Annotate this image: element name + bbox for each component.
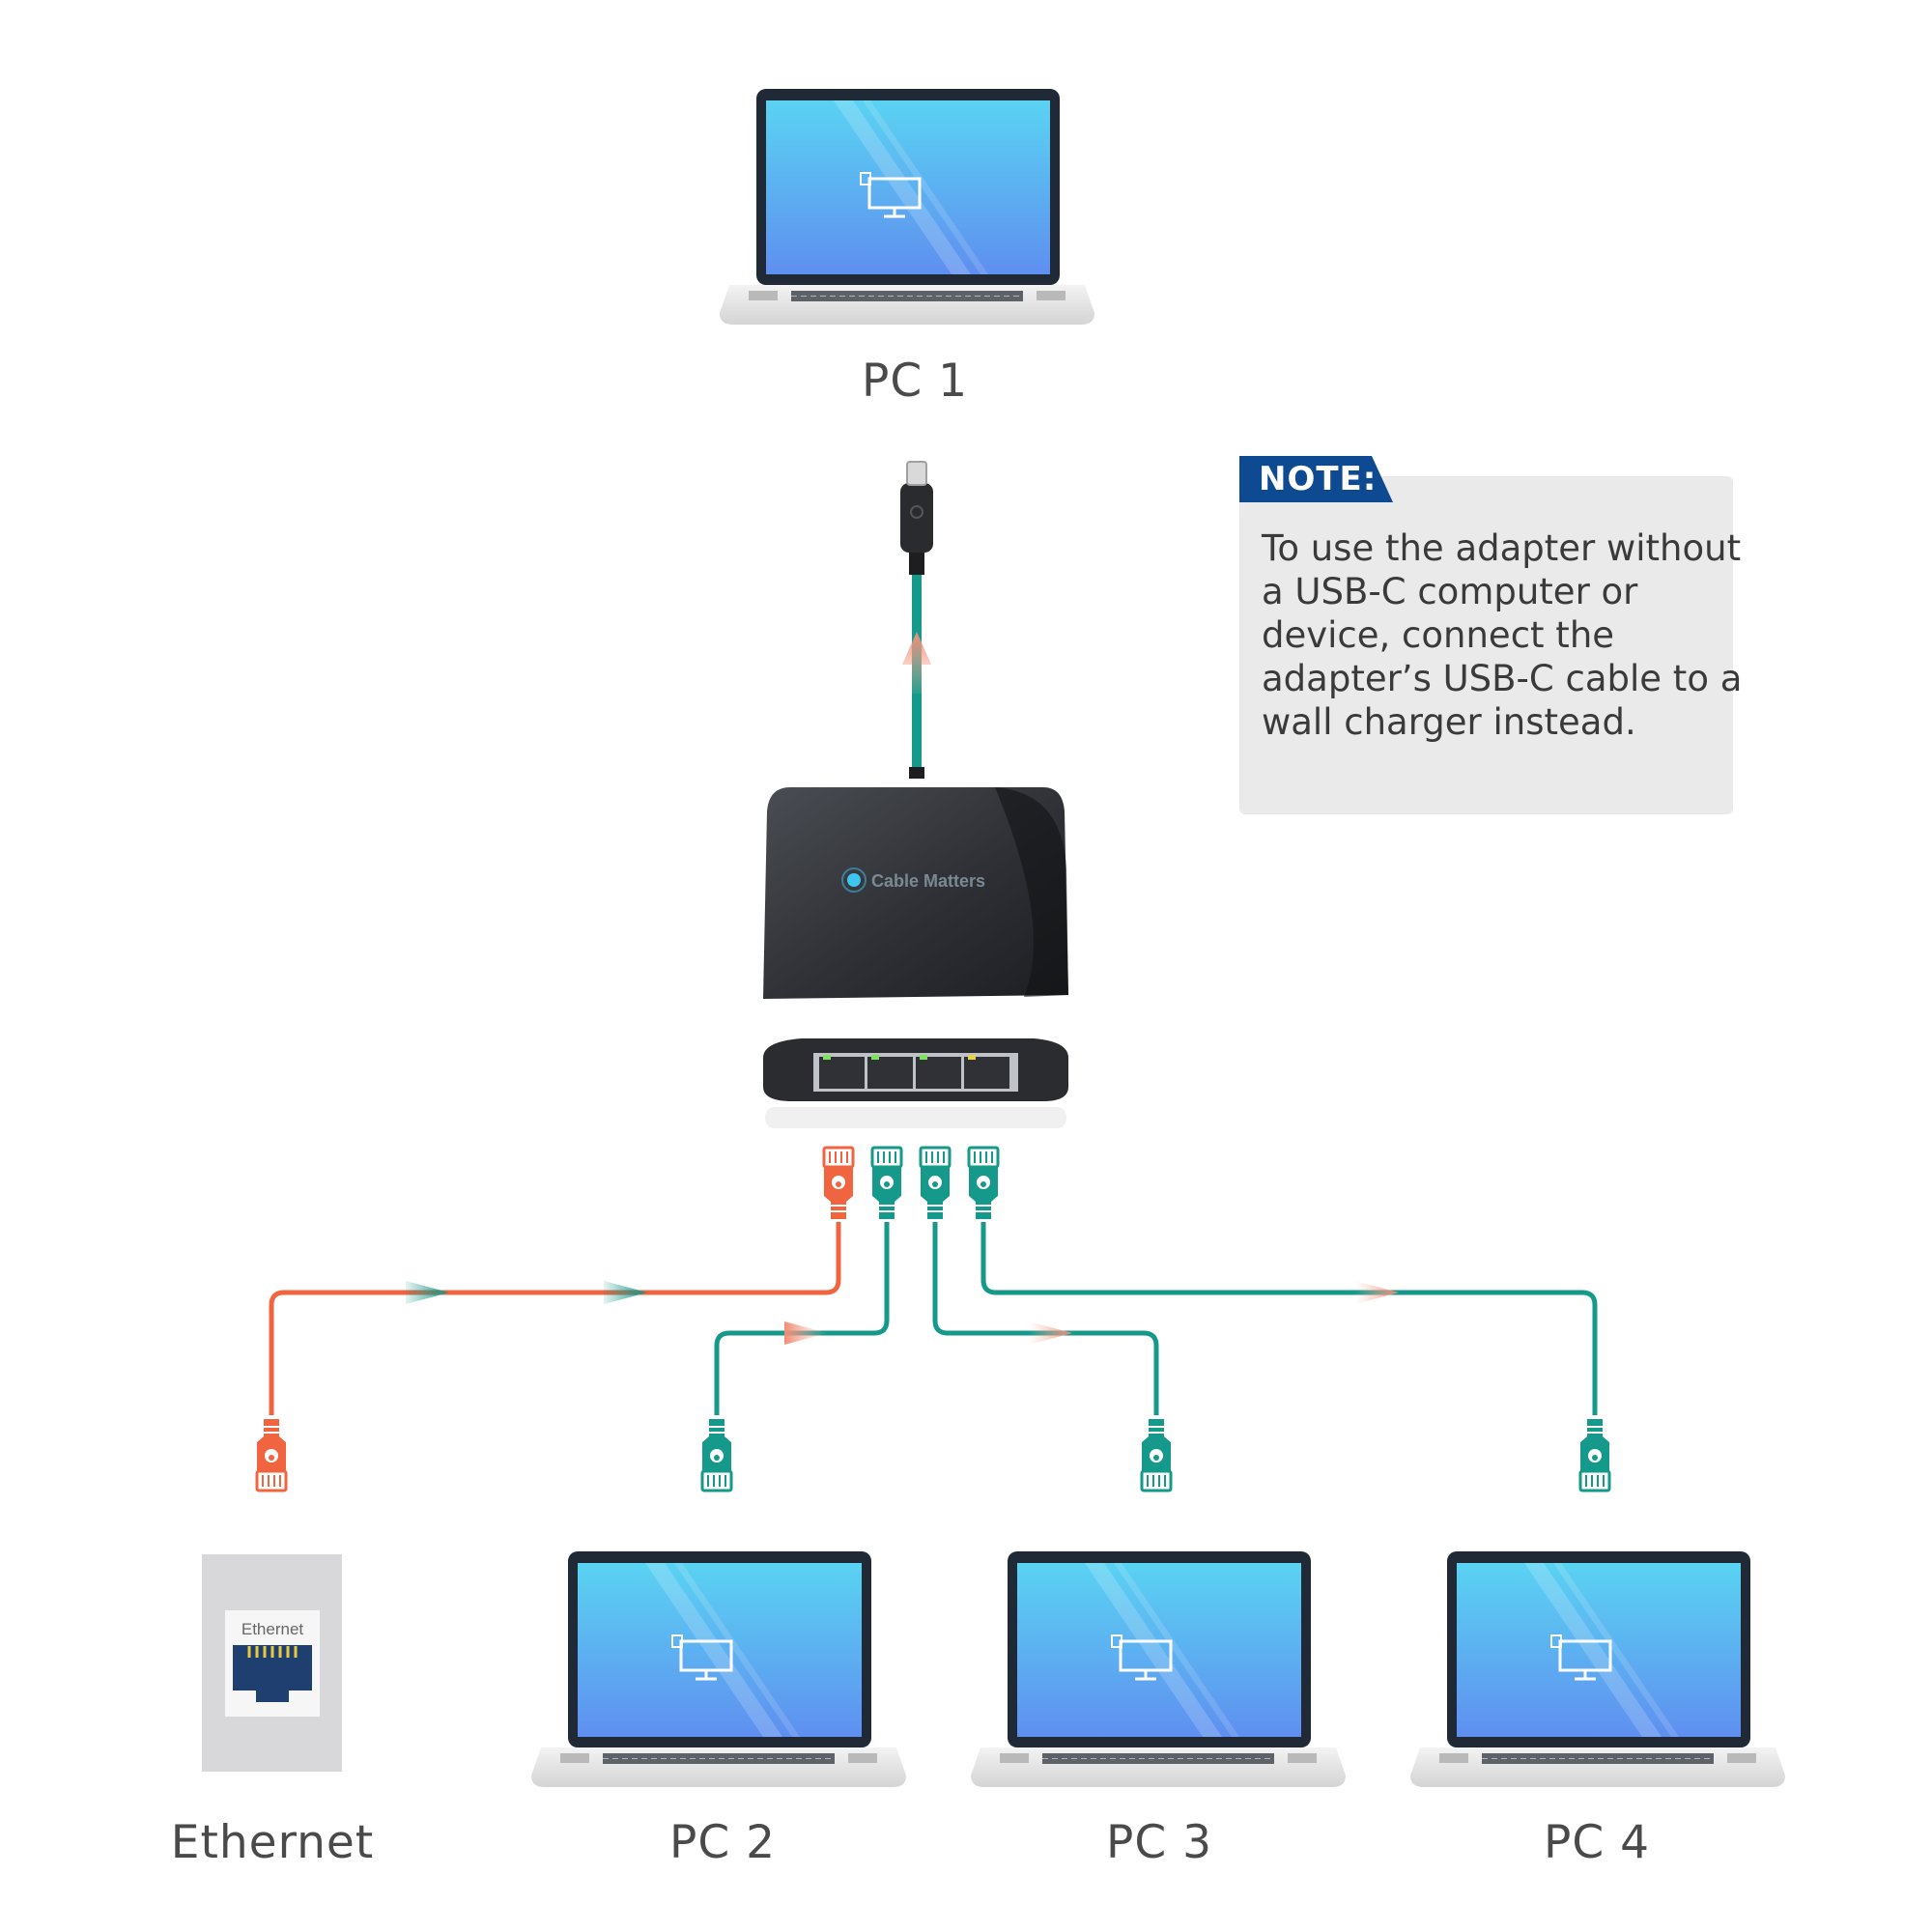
rj45-plug-icon — [255, 1417, 288, 1492]
pc3-laptop-icon — [969, 1549, 1348, 1789]
cable-ethernet — [269, 1222, 841, 1415]
cable-pc3 — [932, 1222, 1159, 1415]
pc3-label: PC 3 — [1106, 1816, 1212, 1869]
note-line-5: wall charger instead. — [1262, 701, 1636, 743]
note-line-3: device, connect the — [1262, 614, 1614, 656]
note-title: NOTE: — [1259, 460, 1377, 498]
pc4-label: PC 4 — [1544, 1816, 1650, 1869]
rj45-plug-icon — [1578, 1417, 1611, 1492]
pc2-laptop-icon — [529, 1549, 908, 1789]
rj45-plug-icon — [822, 1146, 855, 1221]
note-header — [1239, 456, 1393, 502]
pc4-laptop-icon — [1408, 1549, 1787, 1789]
ethernet-hub-top: Cable Matters — [763, 787, 1068, 999]
hub-ethernet-ports — [819, 1055, 1009, 1089]
flow-arrow-icon — [406, 1281, 449, 1304]
rj45-plug-icon — [870, 1146, 903, 1221]
pc1-laptop-icon — [718, 87, 1096, 327]
wall-jack-label: Ethernet — [242, 1620, 304, 1638]
flow-arrow-icon — [1029, 1321, 1072, 1345]
cable-pc2 — [714, 1222, 890, 1415]
note-line-4: adapter’s USB-C cable to a — [1262, 658, 1742, 699]
hub-brand-logo: Cable Matters — [871, 871, 985, 891]
rj45-plug-icon — [919, 1146, 952, 1221]
note-box: NOTE: To use the adapter without a USB-C… — [1239, 456, 1742, 814]
rj45-plug-icon — [1140, 1417, 1173, 1492]
ethernet-label: Ethernet — [171, 1816, 374, 1869]
note-line-1: To use the adapter without — [1261, 527, 1741, 569]
cable-pc4 — [980, 1222, 1598, 1415]
usb-c-cable — [900, 461, 933, 779]
hub-led-icon — [847, 873, 861, 887]
flow-arrow-icon — [604, 1281, 647, 1304]
flow-arrow-icon — [1355, 1281, 1399, 1304]
rj45-plug-icon — [967, 1146, 1000, 1221]
ethernet-hub-front — [763, 1038, 1068, 1128]
flow-arrow-icon — [784, 1321, 828, 1345]
pc1-label: PC 1 — [862, 355, 968, 408]
rj45-plug-icon — [700, 1417, 733, 1492]
usb-arrow-up-icon — [902, 632, 931, 694]
ethernet-wall-jack-icon: Ethernet — [202, 1554, 342, 1772]
pc2-label: PC 2 — [669, 1816, 776, 1869]
note-line-2: a USB-C computer or — [1262, 571, 1638, 612]
